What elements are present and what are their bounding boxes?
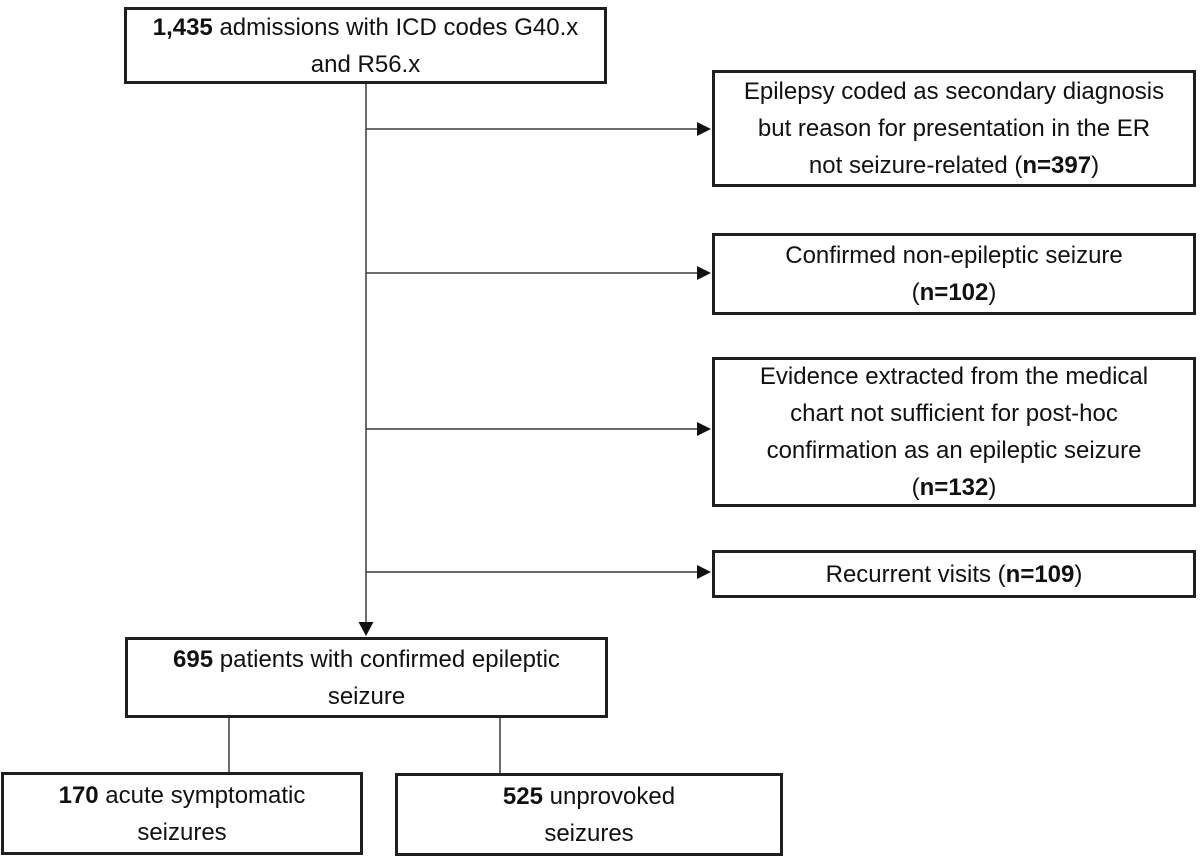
arrowhead-right-icon: [697, 422, 711, 436]
box-acute-symptomatic-seizures: 170 acute symptomatic seizures: [1, 772, 363, 855]
box-text-line: (n=102): [911, 279, 997, 306]
box-text-line: not seizure-related (n=397): [808, 152, 1100, 179]
arrowhead-right-icon: [697, 122, 711, 136]
confirmed-count: 695: [173, 645, 214, 673]
box-text-line: Recurrent visits (n=109): [825, 560, 1083, 588]
box-text-line: Confirmed non-epileptic seizure: [785, 242, 1123, 269]
excluded-count: n=397: [1022, 152, 1092, 179]
box-text-line: chart not sufficient for post-hoc: [790, 400, 1118, 427]
box-text-line: seizures: [544, 819, 634, 847]
box-exclusion-insufficient-evidence: Evidence extracted from the medical char…: [712, 357, 1196, 507]
branch-line-excl-insufficient: [366, 422, 711, 436]
excluded-count: n=132: [919, 474, 989, 501]
branch-line-excl-nonepileptic: [366, 266, 711, 280]
box-text-line: 170 acute symptomatic: [58, 781, 306, 809]
branch-line-excl-secondary: [366, 122, 711, 136]
box-admissions-total: 1,435 admissions with ICD codes G40.x an…: [124, 7, 607, 84]
box-exclusion-secondary-diagnosis: Epilepsy coded as secondary diagnosis bu…: [712, 70, 1196, 187]
arrowhead-down-icon: [358, 622, 374, 636]
box-text-line: seizure: [327, 682, 406, 710]
box-exclusion-nonepileptic: Confirmed non-epileptic seizure (n=102): [712, 233, 1196, 315]
box-text-line: and R56.x: [310, 50, 421, 78]
trunk-line: [358, 84, 374, 636]
box-text-line: confirmation as an epileptic seizure: [766, 437, 1142, 464]
acute-count: 170: [58, 781, 99, 809]
branch-line-excl-recurrent: [366, 565, 711, 579]
box-text-line: Evidence extracted from the medical: [759, 363, 1149, 390]
box-unprovoked-seizures: 525 unprovoked seizures: [395, 773, 783, 856]
box-text-line: seizures: [137, 818, 227, 846]
box-exclusion-recurrent-visits: Recurrent visits (n=109): [712, 550, 1196, 598]
unprovoked-count: 525: [502, 782, 543, 810]
arrowhead-right-icon: [697, 565, 711, 579]
box-confirmed-epileptic-seizure: 695 patients with confirmed epileptic se…: [125, 637, 608, 718]
box-text-line: (n=132): [911, 474, 997, 501]
admissions-count: 1,435: [152, 13, 213, 41]
box-text-line: 695 patients with confirmed epileptic: [173, 645, 560, 673]
box-text-line: but reason for presentation in the ER: [757, 115, 1151, 142]
excluded-count: n=109: [1005, 560, 1075, 588]
box-text-line: Epilepsy coded as secondary diagnosis: [743, 78, 1165, 105]
arrowhead-right-icon: [697, 266, 711, 280]
box-text-line: 1,435 admissions with ICD codes G40.x: [152, 13, 579, 41]
excluded-count: n=102: [919, 279, 989, 306]
box-text-line: 525 unprovoked: [502, 782, 676, 810]
